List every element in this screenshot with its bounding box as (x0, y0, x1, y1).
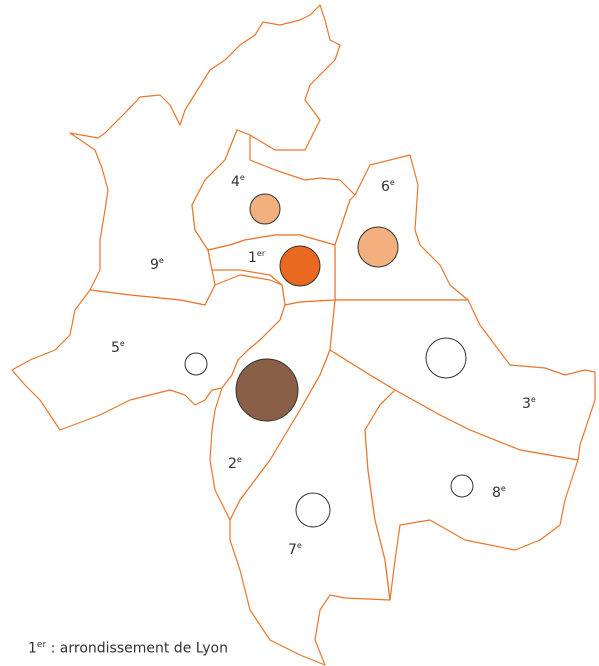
bubble-district-8 (450, 474, 474, 498)
label-district-4: 4e (231, 173, 245, 190)
bubble-district-3 (425, 337, 467, 379)
label-suffix: er (257, 249, 266, 258)
label-suffix: e (159, 256, 164, 265)
label-number: 8 (492, 485, 501, 501)
legend-text: : arrondissement de Lyon (46, 640, 228, 657)
label-suffix: e (240, 173, 245, 182)
label-number: 5 (111, 340, 120, 356)
label-district-6: 6e (381, 178, 395, 195)
legend-number: 1 (28, 640, 37, 657)
bubble-district-2 (235, 358, 299, 422)
label-number: 6 (381, 179, 390, 195)
district-6-area[interactable] (334, 154, 469, 301)
label-district-2: 2e (228, 455, 242, 472)
label-district-8: 8e (492, 484, 506, 501)
label-district-1: 1er (248, 249, 266, 266)
label-district-9: 9e (150, 256, 164, 273)
district-8-area[interactable] (364, 389, 579, 601)
bubbles-layer (184, 193, 474, 528)
label-suffix: e (501, 484, 506, 493)
bubble-district-7 (295, 492, 331, 528)
label-number: 2 (228, 456, 237, 472)
bubble-district-1 (279, 245, 321, 287)
label-suffix: e (531, 395, 536, 404)
label-number: 4 (231, 174, 240, 190)
label-suffix: e (237, 455, 242, 464)
bubble-district-6 (357, 226, 399, 268)
label-number: 7 (288, 542, 297, 558)
label-number: 1 (248, 250, 257, 266)
label-district-3: 3e (522, 395, 536, 412)
legend: 1er : arrondissement de Lyon (28, 640, 228, 657)
label-number: 3 (522, 396, 531, 412)
label-number: 9 (150, 257, 159, 273)
label-district-5: 5e (111, 339, 125, 356)
label-suffix: e (390, 178, 395, 187)
label-suffix: e (297, 541, 302, 550)
bubble-district-5 (184, 352, 208, 376)
label-district-7: 7e (288, 541, 302, 558)
bubble-district-4 (249, 193, 281, 225)
districts-layer (11, 4, 596, 666)
label-suffix: e (120, 339, 125, 348)
legend-suffix: er (36, 640, 47, 650)
